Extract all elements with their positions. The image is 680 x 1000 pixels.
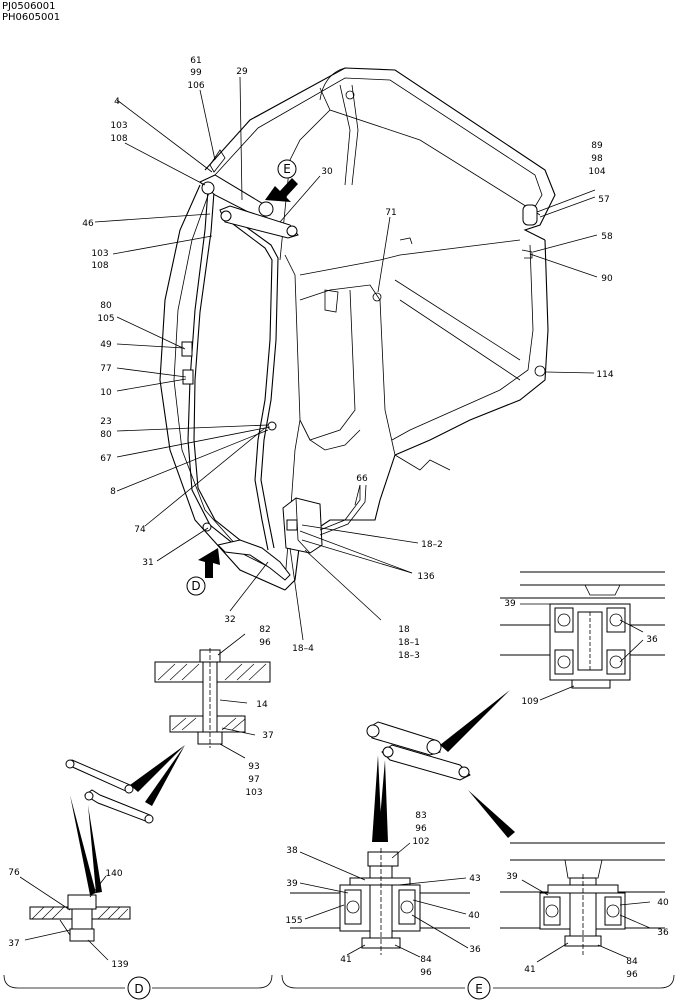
callout-108b: 108 bbox=[91, 261, 108, 271]
cab-illustration bbox=[159, 67, 556, 591]
callout-10: 10 bbox=[100, 388, 112, 398]
callout-30: 30 bbox=[321, 167, 333, 177]
callout-18: 18 bbox=[398, 625, 410, 635]
view-marker-d-bottom: D bbox=[134, 982, 143, 996]
callout-57: 57 bbox=[598, 195, 609, 205]
callout-109: 109 bbox=[521, 697, 538, 707]
callout-90: 90 bbox=[601, 274, 613, 284]
callout-38: 38 bbox=[286, 846, 298, 856]
pointer-wedges bbox=[70, 690, 515, 895]
callout-108a: 108 bbox=[110, 134, 127, 144]
view-marker-e: E bbox=[283, 162, 291, 176]
callout-43: 43 bbox=[469, 874, 480, 884]
callout-40a: 40 bbox=[468, 911, 480, 921]
detail-e-section-left bbox=[290, 842, 470, 958]
callout-139: 139 bbox=[111, 960, 128, 970]
callout-74: 74 bbox=[134, 525, 146, 535]
callout-46: 46 bbox=[82, 219, 94, 229]
callout-80a: 80 bbox=[100, 301, 112, 311]
callout-49: 49 bbox=[100, 340, 112, 350]
detail-e-arms bbox=[366, 721, 471, 781]
callout-105: 105 bbox=[97, 314, 114, 324]
callout-103a: 103 bbox=[110, 121, 127, 131]
callout-37a: 37 bbox=[262, 731, 273, 741]
detail-d-section bbox=[19, 875, 131, 961]
view-marker-d: D bbox=[191, 579, 200, 593]
detail-d-arms bbox=[65, 759, 154, 824]
callout-23: 23 bbox=[100, 417, 111, 427]
callout-29: 29 bbox=[236, 67, 248, 77]
callout-89: 89 bbox=[591, 141, 603, 151]
drawing-code-1: PJ0506001 bbox=[2, 1, 56, 12]
view-bracket-e: E bbox=[281, 974, 675, 1000]
callout-18-2: 18–2 bbox=[421, 540, 443, 550]
callout-66: 66 bbox=[356, 474, 368, 484]
callout-14: 14 bbox=[256, 700, 268, 710]
callout-37b: 37 bbox=[8, 939, 19, 949]
callout-39a: 39 bbox=[504, 599, 516, 609]
callout-8: 8 bbox=[110, 487, 116, 497]
callout-103c: 103 bbox=[245, 788, 262, 798]
callout-84a: 84 bbox=[420, 955, 432, 965]
callout-31: 31 bbox=[142, 558, 153, 568]
callout-83: 83 bbox=[415, 811, 426, 821]
callout-96c: 96 bbox=[420, 968, 432, 978]
callout-41a: 41 bbox=[340, 955, 351, 965]
detail-e-section-right bbox=[500, 842, 665, 963]
callout-39c: 39 bbox=[506, 872, 518, 882]
callout-80b: 80 bbox=[100, 430, 112, 440]
detail-bolt-section bbox=[154, 633, 271, 759]
callout-41b: 41 bbox=[524, 965, 535, 975]
callout-93: 93 bbox=[248, 762, 259, 772]
callout-96d: 96 bbox=[626, 970, 638, 980]
callout-104: 104 bbox=[588, 167, 605, 177]
callout-39b: 39 bbox=[286, 879, 298, 889]
callout-18-3: 18–3 bbox=[398, 651, 420, 661]
callout-61: 61 bbox=[190, 56, 201, 66]
detail-bearing-top-right bbox=[500, 571, 665, 701]
drawing-code-2: PH0605001 bbox=[2, 12, 61, 23]
callout-155: 155 bbox=[285, 916, 302, 926]
main-callouts: 61 99 106 29 4 103 108 30 46 103 108 71 … bbox=[82, 56, 614, 661]
leader-lines bbox=[94, 76, 598, 641]
view-bracket-d: D bbox=[3, 974, 273, 1000]
view-marker-e-bottom: E bbox=[475, 982, 483, 996]
callout-84b: 84 bbox=[626, 957, 638, 967]
callout-36c: 36 bbox=[657, 928, 669, 938]
callout-58: 58 bbox=[601, 232, 613, 242]
callout-114: 114 bbox=[596, 370, 613, 380]
callout-96b: 96 bbox=[415, 824, 427, 834]
callout-106: 106 bbox=[187, 81, 204, 91]
callout-140: 140 bbox=[105, 869, 122, 879]
callout-97: 97 bbox=[248, 775, 259, 785]
callout-96a: 96 bbox=[259, 638, 271, 648]
callout-67: 67 bbox=[100, 454, 111, 464]
callout-99: 99 bbox=[190, 68, 202, 78]
callout-98: 98 bbox=[591, 154, 603, 164]
callout-4: 4 bbox=[114, 97, 120, 107]
callout-71: 71 bbox=[385, 208, 396, 218]
callout-18-1: 18–1 bbox=[398, 638, 420, 648]
callout-18-4: 18–4 bbox=[292, 644, 314, 654]
view-arrow-d: D bbox=[186, 548, 220, 596]
callout-136: 136 bbox=[417, 572, 434, 582]
callout-36a: 36 bbox=[646, 635, 658, 645]
callout-36b: 36 bbox=[469, 945, 481, 955]
callout-102: 102 bbox=[412, 837, 429, 847]
callout-32: 32 bbox=[224, 615, 235, 625]
callout-77: 77 bbox=[100, 364, 111, 374]
callout-82: 82 bbox=[259, 625, 270, 635]
view-arrow-e: E bbox=[265, 159, 298, 202]
callout-76: 76 bbox=[8, 868, 20, 878]
callout-103b: 103 bbox=[91, 249, 108, 259]
callout-40b: 40 bbox=[657, 898, 669, 908]
